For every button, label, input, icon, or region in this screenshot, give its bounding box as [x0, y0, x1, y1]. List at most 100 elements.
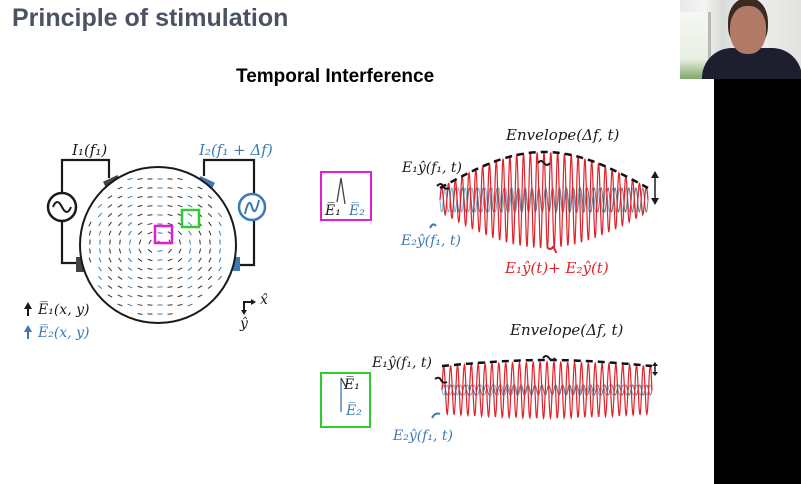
pointer-e2-top: [429, 223, 437, 229]
field-arrow: [147, 258, 153, 262]
inset-bottom-e1-vector: [340, 377, 347, 388]
field-arrow: [117, 204, 123, 208]
field-arrow: [187, 195, 193, 199]
field-arrow: [177, 303, 183, 307]
axis-y-label: ŷ: [240, 316, 248, 332]
field-arrow: [197, 276, 203, 280]
field-arrow: [187, 294, 193, 298]
field-arrow: [147, 222, 153, 226]
field-arrow: [128, 230, 132, 236]
field-arrow: [187, 303, 193, 307]
field-arrow: [127, 186, 133, 190]
field-arrow: [147, 268, 153, 270]
field-arrow: [208, 221, 212, 227]
field-arrow: [107, 204, 113, 208]
field-arrow: [167, 304, 173, 306]
field-arrow: [219, 248, 221, 254]
field-arrow: [137, 313, 143, 315]
field-arrow: [218, 257, 222, 263]
field-arrow: [137, 294, 143, 298]
field-arrow: [207, 212, 213, 218]
field-arrow: [137, 267, 143, 271]
field-arrow: [98, 221, 102, 227]
field-arrow: [197, 285, 203, 289]
field-arrow: [198, 230, 202, 236]
pointer-envelope-bottom: [542, 355, 556, 361]
field-arrow: [107, 195, 113, 199]
field-arrow: [107, 275, 113, 281]
current2-label: I₂(f₁ + Δf): [199, 141, 273, 159]
field-arrow: [197, 266, 203, 272]
field-arrow: [188, 230, 192, 236]
amplitude-arrowheads-top: [651, 171, 659, 205]
field-arrow: [98, 266, 102, 272]
field-arrow: [199, 239, 201, 245]
field-arrow: [109, 239, 111, 245]
axis-x-arrowhead: [251, 299, 256, 305]
field-arrow: [218, 212, 222, 218]
field-arrow: [137, 222, 143, 226]
pointer-e2-bottom: [431, 412, 441, 419]
field-arrow: [127, 285, 133, 289]
field-arrow: [128, 248, 132, 254]
field-arrow: [209, 248, 211, 254]
field-arrow: [177, 276, 183, 280]
field-arrows: [88, 177, 223, 315]
field-arrow: [189, 239, 191, 245]
sum-label-top: E₁ŷ(t)+ E₂ŷ(t): [505, 259, 609, 277]
field-arrow: [177, 178, 183, 180]
inset-top-e1: E̅₁: [325, 203, 341, 219]
inset-bottom-e2: E̅₂: [346, 403, 362, 419]
webcam-person-head: [730, 6, 766, 54]
inset-box-magenta: [320, 171, 372, 221]
field-arrow: [89, 248, 91, 254]
e1-label-top: E₁ŷ(f₁, t): [402, 160, 462, 176]
envelope-line: [439, 150, 649, 190]
field-arrow: [97, 203, 103, 209]
field-arrow: [167, 205, 173, 207]
field-arrow: [167, 295, 173, 297]
field-arrow: [119, 239, 121, 245]
field-arrow: [117, 186, 123, 190]
field-arrow: [207, 275, 213, 281]
field-arrow: [129, 239, 131, 245]
field-arrow: [167, 196, 173, 198]
field-arrow: [107, 294, 113, 298]
amplitude-arrowheads-bottom: [652, 362, 658, 376]
field-arrow: [167, 313, 173, 315]
field-arrow: [197, 294, 203, 298]
field-arrow: [218, 221, 222, 227]
field-arrow: [137, 195, 143, 199]
axis-icon: [243, 301, 252, 312]
field-arrow: [88, 257, 92, 263]
field-arrow: [197, 195, 203, 199]
field-arrow: [97, 285, 103, 289]
field-arrow: [167, 258, 173, 262]
waveform-bottom: [441, 358, 653, 421]
field-arrow: [117, 213, 123, 217]
field-arrow: [88, 221, 92, 227]
field-arrow: [217, 275, 223, 281]
field-arrow: [188, 248, 192, 254]
field-arrow: [178, 239, 182, 245]
field-arrow: [147, 286, 153, 288]
field-arrow: [197, 204, 203, 208]
field-arrow: [138, 239, 142, 245]
pointer-envelope-top: [537, 160, 551, 166]
field-arrow: [187, 267, 193, 271]
field-arrow: [187, 213, 193, 217]
field-arrow: [207, 195, 213, 199]
slide-title: Principle of stimulation: [12, 4, 289, 32]
roi-magenta-box: [153, 224, 174, 245]
field-arrow: [127, 267, 133, 271]
circuit-wire-1: [60, 158, 111, 265]
field-arrow: [147, 205, 153, 207]
field-arrow: [208, 230, 212, 236]
legend-e1-label: E̅₁(x, y): [38, 302, 90, 318]
field-arrow: [148, 239, 152, 245]
field-arrow: [127, 195, 133, 199]
presenter-webcam: [680, 0, 801, 79]
field-arrow: [108, 230, 112, 236]
field-arrow: [117, 294, 123, 298]
